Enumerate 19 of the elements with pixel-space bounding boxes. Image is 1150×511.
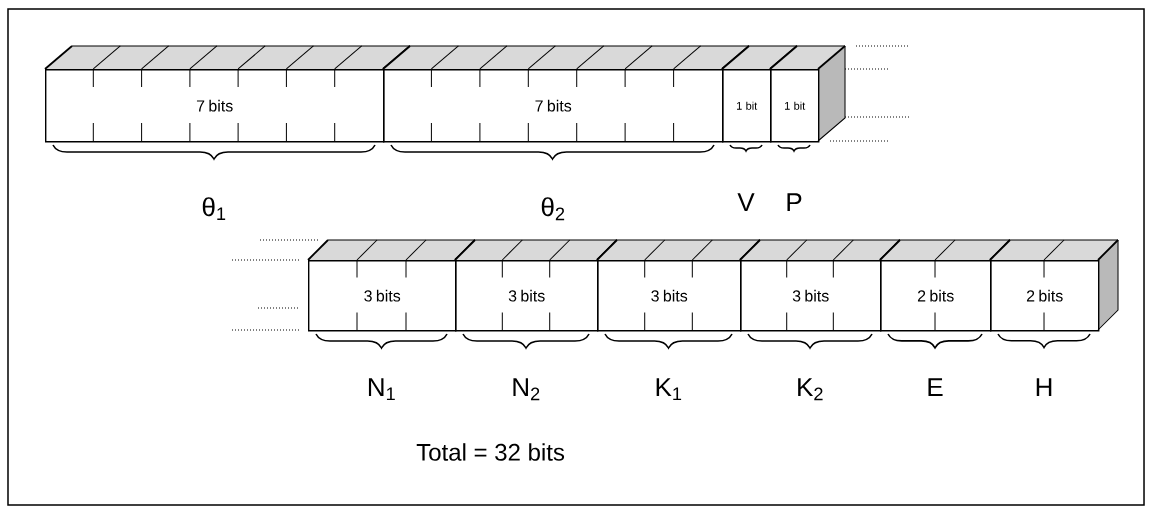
bit-field-box: 3 bits: [596, 239, 761, 332]
bit-field-box: 2 bits: [989, 239, 1119, 332]
field-name: V: [737, 193, 755, 212]
field-name: θ$_{2}$: [541, 197, 565, 221]
field-name: θ$_{1}$: [202, 197, 226, 220]
field-name: E: [928, 378, 943, 397]
bit-field-box: 1 bit: [769, 45, 846, 143]
bit-field-box: 7 bits: [44, 45, 411, 143]
field-name: P: [787, 193, 802, 212]
bit-field-box: 3 bits: [454, 239, 618, 332]
field-name: N$_{2}$: [513, 378, 540, 401]
total-label: Total = 32 bits: [416, 443, 565, 461]
field-name: H: [1036, 378, 1052, 397]
bit-field-box: 2 bits: [879, 239, 1011, 332]
bit-field-box: 3 bits: [307, 239, 476, 332]
field-name: K$_{1}$: [656, 378, 682, 401]
field-name: N$_{1}$: [368, 378, 395, 401]
field-name: K$_{2}$: [798, 378, 823, 401]
bit-field-box: 3 bits: [739, 239, 901, 332]
